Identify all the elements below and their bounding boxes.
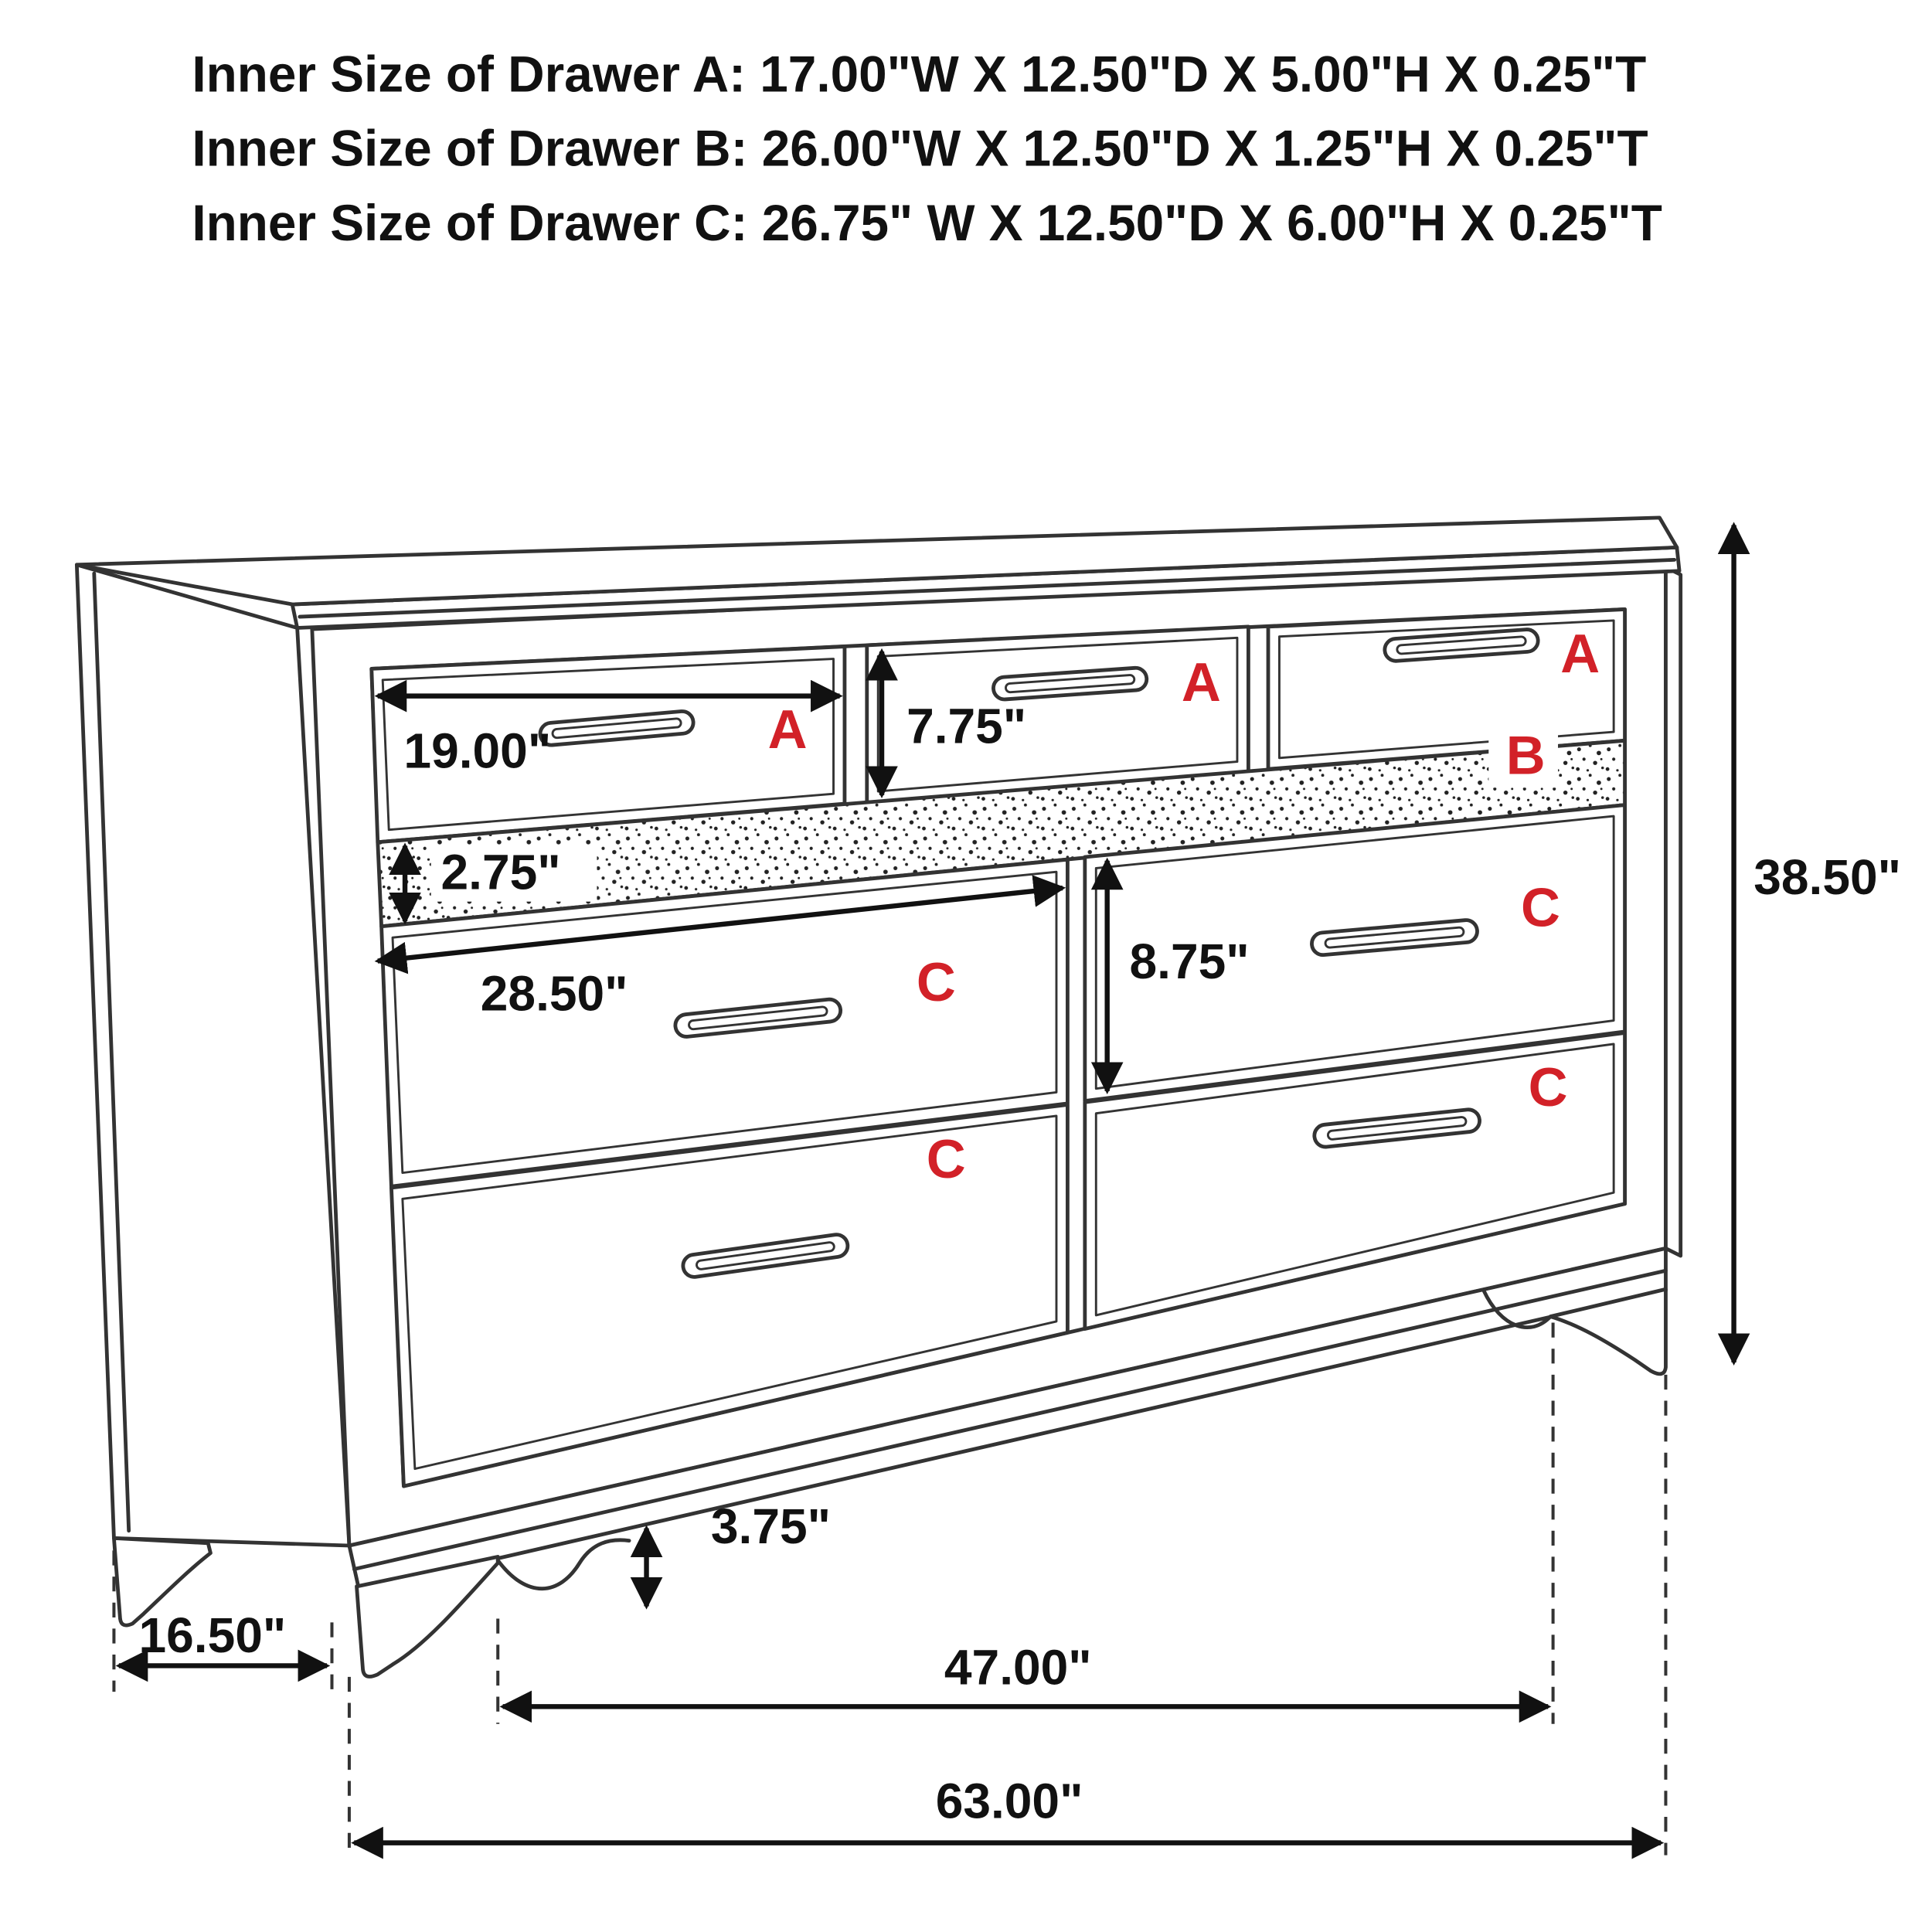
label-drawer-b: B [1506,725,1546,786]
top-chamfer-line [298,557,1677,619]
dim-label-drawer-b-height: 2.75" [441,845,561,900]
drawer-handle-a2 [992,665,1149,702]
extension-lines [112,1322,1668,1855]
foot-front-right [1549,1287,1668,1376]
apron-curve-right [1481,1288,1553,1329]
foot-front-left [355,1555,500,1679]
label-drawer-c-left-bottom: C [927,1128,966,1189]
drawer-c-left-bottom-inset [401,1114,1058,1471]
dim-label-drawer-a-width: 19.00" [403,723,551,779]
header-line-3: Inner Size of Drawer C: 26.75" W X 12.50… [192,195,1662,251]
dim-label-leg-span: 47.00" [944,1639,1092,1695]
apron-curve-left [495,1538,631,1590]
label-drawer-c-right-bottom: C [1529,1056,1568,1117]
drawer-a3-panel-inset [1278,619,1615,760]
bottom-molding-line [352,1268,1668,1571]
dim-label-overall-depth: 16.50" [138,1607,286,1663]
side-panel-back-edge-line [92,571,131,1533]
drawer-handle-c-left-bottom [681,1233,850,1279]
label-drawer-a2: A [1182,651,1221,713]
header-line-2: Inner Size of Drawer B: 26.00"W X 12.50"… [192,121,1648,177]
drawer-handle-a1 [538,709,696,747]
drawer-handle-c-left-top [673,997,843,1039]
label-drawer-c-right-top: C [1521,877,1560,938]
drawer-handle-c-right-top [1310,918,1479,957]
label-drawer-c-left-top: C [917,951,956,1012]
drawer-handle-a3 [1383,628,1540,663]
dim-arrow-drawer-c-width [374,875,1066,975]
label-drawer-a1: A [768,699,808,760]
top-face [74,515,1679,607]
label-plate-drawer-b [1488,726,1559,788]
dim-label-drawer-c-height: 8.75" [1130,934,1250,989]
side-panel [74,563,352,1548]
case-right-edge [1664,565,1683,1258]
dim-label-foot-height: 3.75" [711,1498,831,1554]
dresser-drawing [74,515,1683,1679]
drawer-a1-panel-inset [381,658,835,832]
header: Inner Size of Drawer A: 17.00"W X 12.50"… [192,46,1662,251]
label-drawer-a3: A [1560,623,1600,684]
drawer-letter-labels: A A A B C C C C [768,623,1600,1189]
dimension-annotations: 19.00" 7.75" 2.75" 28.50" 8.75" 38.50" 3… [112,522,1901,1859]
header-line-1: Inner Size of Drawer A: 17.00"W X 12.50"… [192,46,1646,103]
drawer-c-right-bottom-inset [1094,1043,1615,1317]
drawer-handle-c-right-bottom [1312,1107,1481,1149]
drawer-c-left-bottom [389,1103,1070,1488]
dim-label-overall-height: 38.50" [1753,849,1901,905]
drawer-c-right-bottom [1083,1031,1627,1331]
dim-label-drawer-a-height: 7.75" [906,699,1026,754]
label-plate-drawer-b-height [430,844,597,902]
dim-label-drawer-c-width: 28.50" [481,966,628,1022]
dim-label-overall-width: 63.00" [936,1774,1083,1829]
foot-back-left [112,1536,213,1628]
